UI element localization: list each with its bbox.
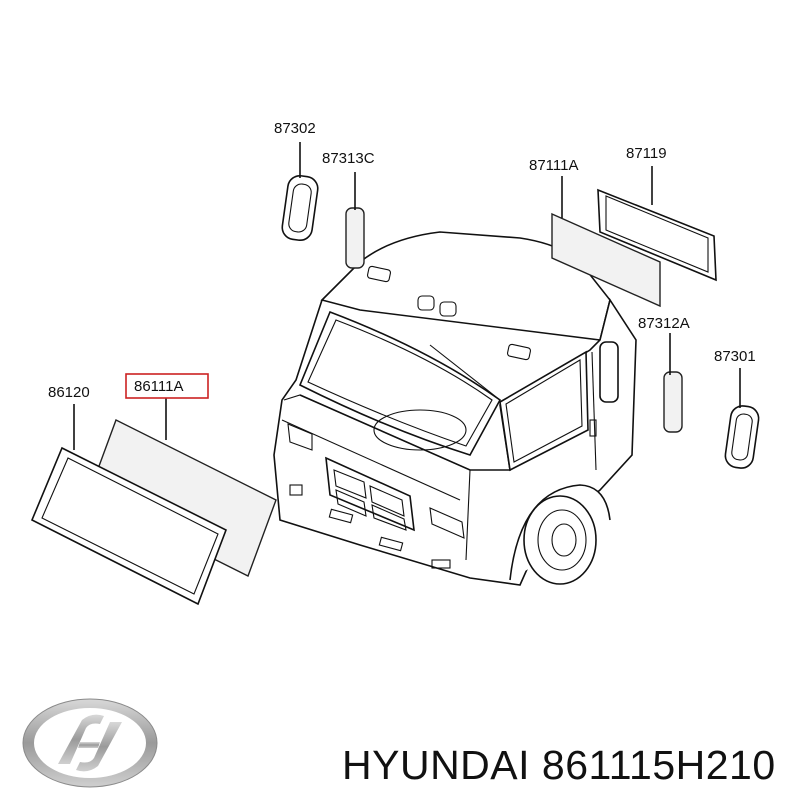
label-86120: 86120 — [48, 384, 90, 401]
part-87312A: 87312A — [638, 315, 690, 433]
label-87119: 87119 — [626, 145, 667, 162]
part-86111A: 86111A — [87, 373, 277, 577]
part-86120: 86120 — [30, 384, 228, 606]
part-87119: 87119 — [597, 145, 717, 282]
part-87313C: 87313C — [322, 150, 375, 269]
label-87312A: 87312A — [638, 315, 690, 332]
label-86111A: 86111A — [134, 378, 184, 395]
part-87302: 87302 — [274, 120, 319, 242]
part-87301: 87301 — [714, 348, 760, 469]
label-87111A: 87111A — [529, 157, 579, 174]
highlight-box-86111A — [125, 373, 209, 399]
label-87313C: 87313C — [322, 150, 375, 167]
label-87301: 87301 — [714, 348, 756, 365]
label-87302: 87302 — [274, 120, 316, 137]
footer-part-number: HYUNDAI 861115H210 — [342, 742, 776, 788]
hyundai-logo — [22, 698, 158, 788]
part-87111A: 87111A — [529, 157, 661, 308]
truck-cab — [273, 231, 637, 586]
